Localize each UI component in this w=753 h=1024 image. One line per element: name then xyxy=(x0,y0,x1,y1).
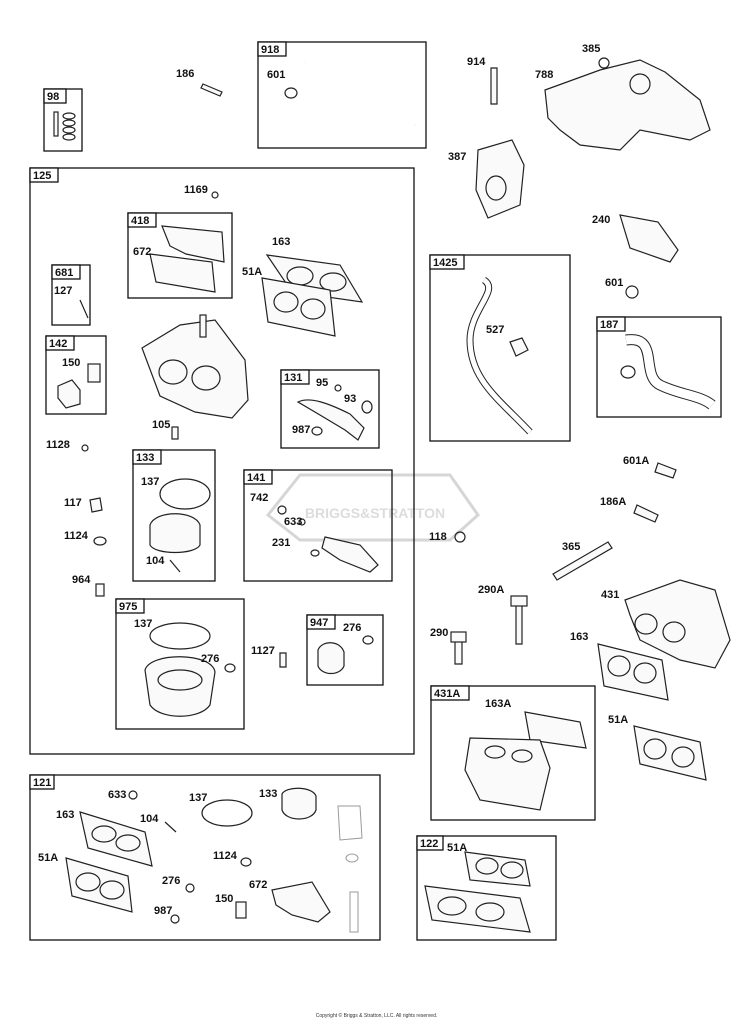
box-141-id: 141 xyxy=(247,472,265,484)
label-137: 137 xyxy=(189,792,207,804)
box-1425: 1425 xyxy=(429,254,571,442)
box-1425-id: 1425 xyxy=(433,257,457,269)
box-131-id: 131 xyxy=(284,372,302,384)
label-104: 104 xyxy=(146,555,165,567)
label-276: 276 xyxy=(343,622,361,634)
box-418: 418 xyxy=(127,212,233,299)
box-131: 131 xyxy=(280,369,380,449)
box-187: 187 xyxy=(596,316,722,418)
label-290A: 290A xyxy=(478,584,504,596)
box-122-id: 122 xyxy=(420,838,438,850)
label-163: 163 xyxy=(570,631,588,643)
box-947: 947 xyxy=(306,614,384,686)
box-122: 122 xyxy=(416,835,557,941)
label-672: 672 xyxy=(133,246,151,258)
label-742: 742 xyxy=(250,492,268,504)
label-987: 987 xyxy=(154,905,172,917)
box-133: 133 xyxy=(132,449,216,582)
label-137: 137 xyxy=(141,476,159,488)
box-431A-id: 431A xyxy=(434,688,460,700)
label-137: 137 xyxy=(134,618,152,630)
label-163A: 163A xyxy=(485,698,511,710)
box-975: 975 xyxy=(115,598,245,730)
label-633: 633 xyxy=(108,789,126,801)
label-186: 186 xyxy=(176,68,194,80)
copyright-notice: Copyright © Briggs & Stratton, LLC. All … xyxy=(315,1013,438,1019)
label-1169: 1169 xyxy=(184,184,208,196)
label-601: 601 xyxy=(605,277,623,289)
box-121: 121 xyxy=(29,774,381,941)
label-276: 276 xyxy=(162,875,180,887)
label-672: 672 xyxy=(249,879,267,891)
label-150: 150 xyxy=(215,893,233,905)
label-385: 385 xyxy=(582,43,600,55)
label-633: 633 xyxy=(284,516,302,528)
label-95: 95 xyxy=(316,377,328,389)
label-163: 163 xyxy=(56,809,74,821)
label-1124: 1124 xyxy=(64,530,89,542)
label-365: 365 xyxy=(562,541,580,553)
label-51A: 51A xyxy=(242,266,262,278)
label-601A: 601A xyxy=(623,455,649,467)
box-125: 125 xyxy=(29,167,415,755)
box-975-id: 975 xyxy=(119,601,137,613)
box-418-id: 418 xyxy=(131,215,149,227)
label-914: 914 xyxy=(467,56,486,68)
label-1128: 1128 xyxy=(46,439,70,451)
label-51A: 51A xyxy=(447,842,467,854)
box-187-id: 187 xyxy=(600,319,618,331)
label-601: 601 xyxy=(267,69,285,81)
label-117: 117 xyxy=(64,497,82,509)
label-240: 240 xyxy=(592,214,610,226)
watermark-text: BRIGGS&STRATTON xyxy=(305,505,445,521)
label-527: 527 xyxy=(486,324,504,336)
box-142: 142 xyxy=(45,335,107,415)
box-133-id: 133 xyxy=(136,452,154,464)
box-98-id: 98 xyxy=(47,91,59,103)
label-105: 105 xyxy=(152,419,170,431)
label-104: 104 xyxy=(140,813,159,825)
label-788: 788 xyxy=(535,69,553,81)
box-125-id: 125 xyxy=(33,170,51,182)
label-51A: 51A xyxy=(608,714,628,726)
label-150: 150 xyxy=(62,357,80,369)
box-681: 681 xyxy=(51,264,91,326)
box-431A: 431A xyxy=(430,685,596,821)
loose-parts xyxy=(81,57,731,781)
box-121-id: 121 xyxy=(33,777,51,789)
label-431: 431 xyxy=(601,589,619,601)
box-141: 141 xyxy=(243,469,393,582)
label-276: 276 xyxy=(201,653,219,665)
label-290: 290 xyxy=(430,627,448,639)
box-918: 918 xyxy=(257,41,427,149)
watermark: BRIGGS&STRATTON xyxy=(265,473,480,542)
label-1127: 1127 xyxy=(251,645,275,657)
box-918-id: 918 xyxy=(261,44,279,56)
label-987: 987 xyxy=(292,424,310,436)
box-142-id: 142 xyxy=(49,338,67,350)
box-98: 98 xyxy=(43,88,83,152)
label-964: 964 xyxy=(72,574,91,586)
label-163: 163 xyxy=(272,236,290,248)
label-231: 231 xyxy=(272,537,290,549)
label-93: 93 xyxy=(344,393,356,405)
label-186A: 186A xyxy=(600,496,626,508)
label-1124: 1124 xyxy=(213,850,238,862)
label-387: 387 xyxy=(448,151,466,163)
box-947-id: 947 xyxy=(310,617,328,629)
box-681-id: 681 xyxy=(55,267,73,279)
label-51A: 51A xyxy=(38,852,58,864)
label-133: 133 xyxy=(259,788,277,800)
label-118: 118 xyxy=(429,531,447,543)
part-labels: 186 601 914 385 788 387 240 601 1169 672… xyxy=(38,43,649,917)
label-127: 127 xyxy=(54,285,72,297)
